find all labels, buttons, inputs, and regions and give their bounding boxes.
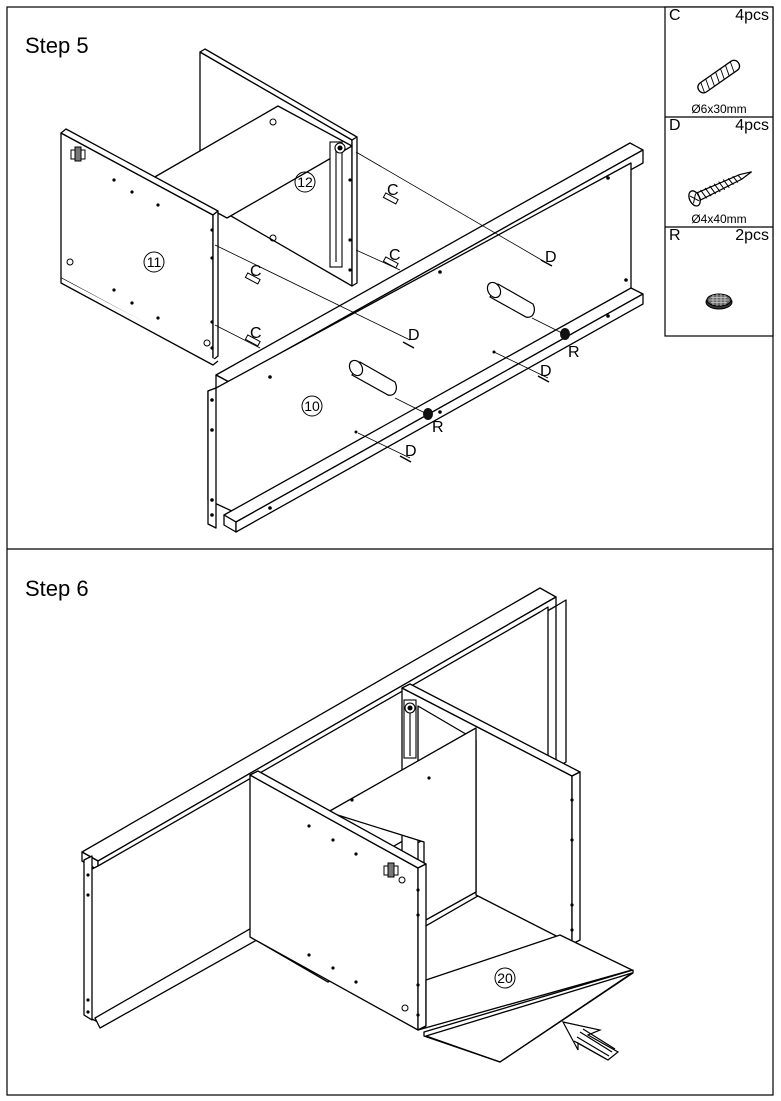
part-d: D 4pcs Ø4x40mm [665,117,773,227]
part-letter: D [669,117,681,134]
dowel-icon [697,59,741,94]
label-r: R [432,419,444,436]
label-c: C [389,247,401,264]
panel-number-12: 12 [297,174,313,190]
part-letter: R [669,227,681,244]
label-c: C [387,182,399,199]
panel-number-10: 10 [304,398,320,414]
part-size: Ø6x30mm [691,102,747,116]
round-pad-icon [705,293,733,310]
part-letter: C [669,7,681,24]
label-c: C [250,263,262,280]
panel-number-20: 20 [497,970,513,986]
label-d: D [408,327,420,344]
part-size: Ø4x40mm [691,212,747,226]
screw-icon [688,171,752,207]
step-6-title: Step 6 [25,576,89,601]
label-r: R [568,344,580,361]
part-quantity: 4pcs [735,7,769,24]
parts-table: C 4pcs Ø6x30mm D 4pcs [665,7,773,336]
label-d: D [540,363,552,380]
panel-number-11: 11 [147,254,162,270]
step-5-title: Step 5 [25,33,89,58]
part-quantity: 4pcs [735,117,769,134]
part-c: C 4pcs Ø6x30mm [665,7,773,117]
push-arrow-icon [561,1021,620,1061]
label-d: D [545,249,557,266]
label-d: D [405,443,417,460]
part-r: R 2pcs [665,227,773,336]
label-c: C [250,325,262,342]
part-quantity: 2pcs [735,227,769,244]
